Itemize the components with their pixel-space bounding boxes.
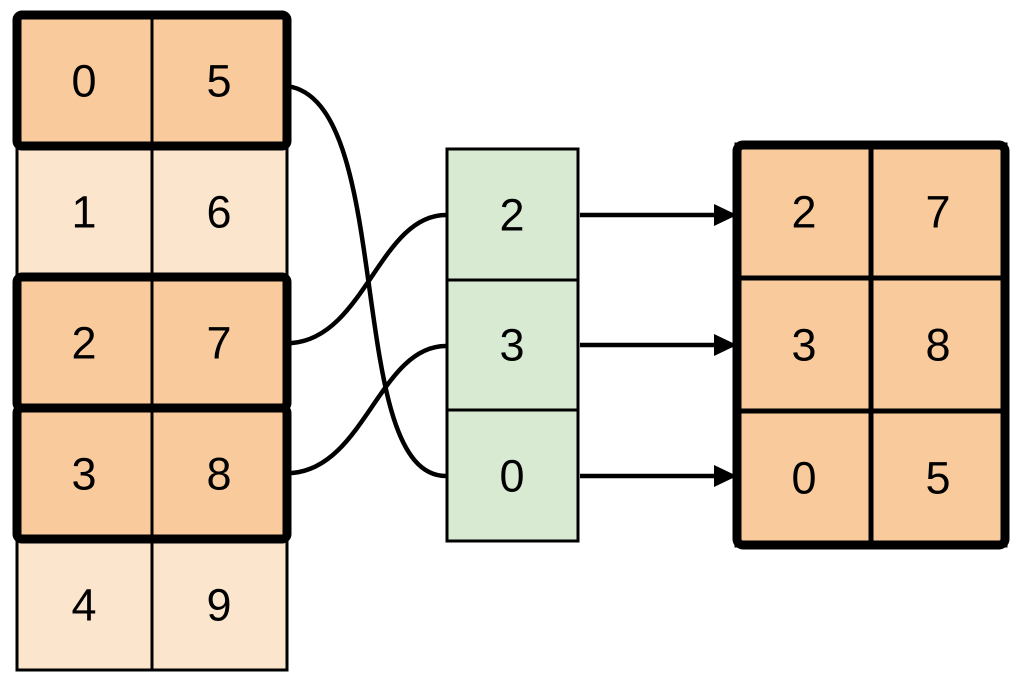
result-cell-value: 7 xyxy=(925,187,950,238)
arrow-head-icon xyxy=(714,334,737,356)
source-cell xyxy=(150,275,289,410)
index-cell xyxy=(445,278,580,412)
result-cell-value: 8 xyxy=(925,320,950,371)
source-cell-value: 3 xyxy=(71,449,96,500)
result-table-outline xyxy=(732,140,1010,550)
highlight-outline xyxy=(12,403,292,544)
result-cell xyxy=(868,142,1008,281)
curve-source-row2-to-index-2 xyxy=(289,212,449,346)
source-cell-value: 2 xyxy=(71,318,96,369)
source-cell xyxy=(150,406,289,541)
source-cell-value: 6 xyxy=(206,187,231,238)
highlight-outline xyxy=(12,10,292,151)
index-column: 2 3 0 xyxy=(445,147,580,543)
index-cell-value: 2 xyxy=(499,190,524,241)
source-cell xyxy=(150,537,289,672)
source-cell-value: 9 xyxy=(206,580,231,631)
connector-curves xyxy=(289,84,449,479)
source-cell xyxy=(150,144,289,279)
arrow-head-icon xyxy=(714,204,737,226)
source-cell xyxy=(15,537,154,672)
index-cell-value: 3 xyxy=(499,320,524,371)
source-table: 0 5 1 6 2 7 3 8 4 9 xyxy=(12,10,292,672)
result-cell-value: 5 xyxy=(925,453,950,504)
index-cell xyxy=(445,408,580,543)
source-cell-value: 1 xyxy=(71,187,96,238)
source-cell xyxy=(150,13,289,148)
curve-source-row3-to-index-3 xyxy=(289,343,449,476)
arrow-head-icon xyxy=(714,465,737,487)
source-cell-value: 5 xyxy=(206,56,231,107)
result-table: 2 7 3 8 0 5 xyxy=(732,140,1010,550)
index-to-result-arrows xyxy=(580,204,737,487)
result-cell xyxy=(868,408,1008,548)
source-cell-value: 8 xyxy=(206,449,231,500)
result-cell xyxy=(868,275,1008,414)
source-cell-value: 0 xyxy=(71,56,96,107)
curve-source-row0-to-index-0 xyxy=(289,84,449,479)
index-cell xyxy=(445,147,580,282)
result-cell-value: 0 xyxy=(791,453,816,504)
source-cell-value: 7 xyxy=(206,318,231,369)
source-cell xyxy=(15,13,154,148)
source-cell-value: 4 xyxy=(71,580,96,631)
result-cell-value: 2 xyxy=(791,187,816,238)
result-cell-value: 3 xyxy=(791,320,816,371)
index-cell-value: 0 xyxy=(499,451,524,502)
